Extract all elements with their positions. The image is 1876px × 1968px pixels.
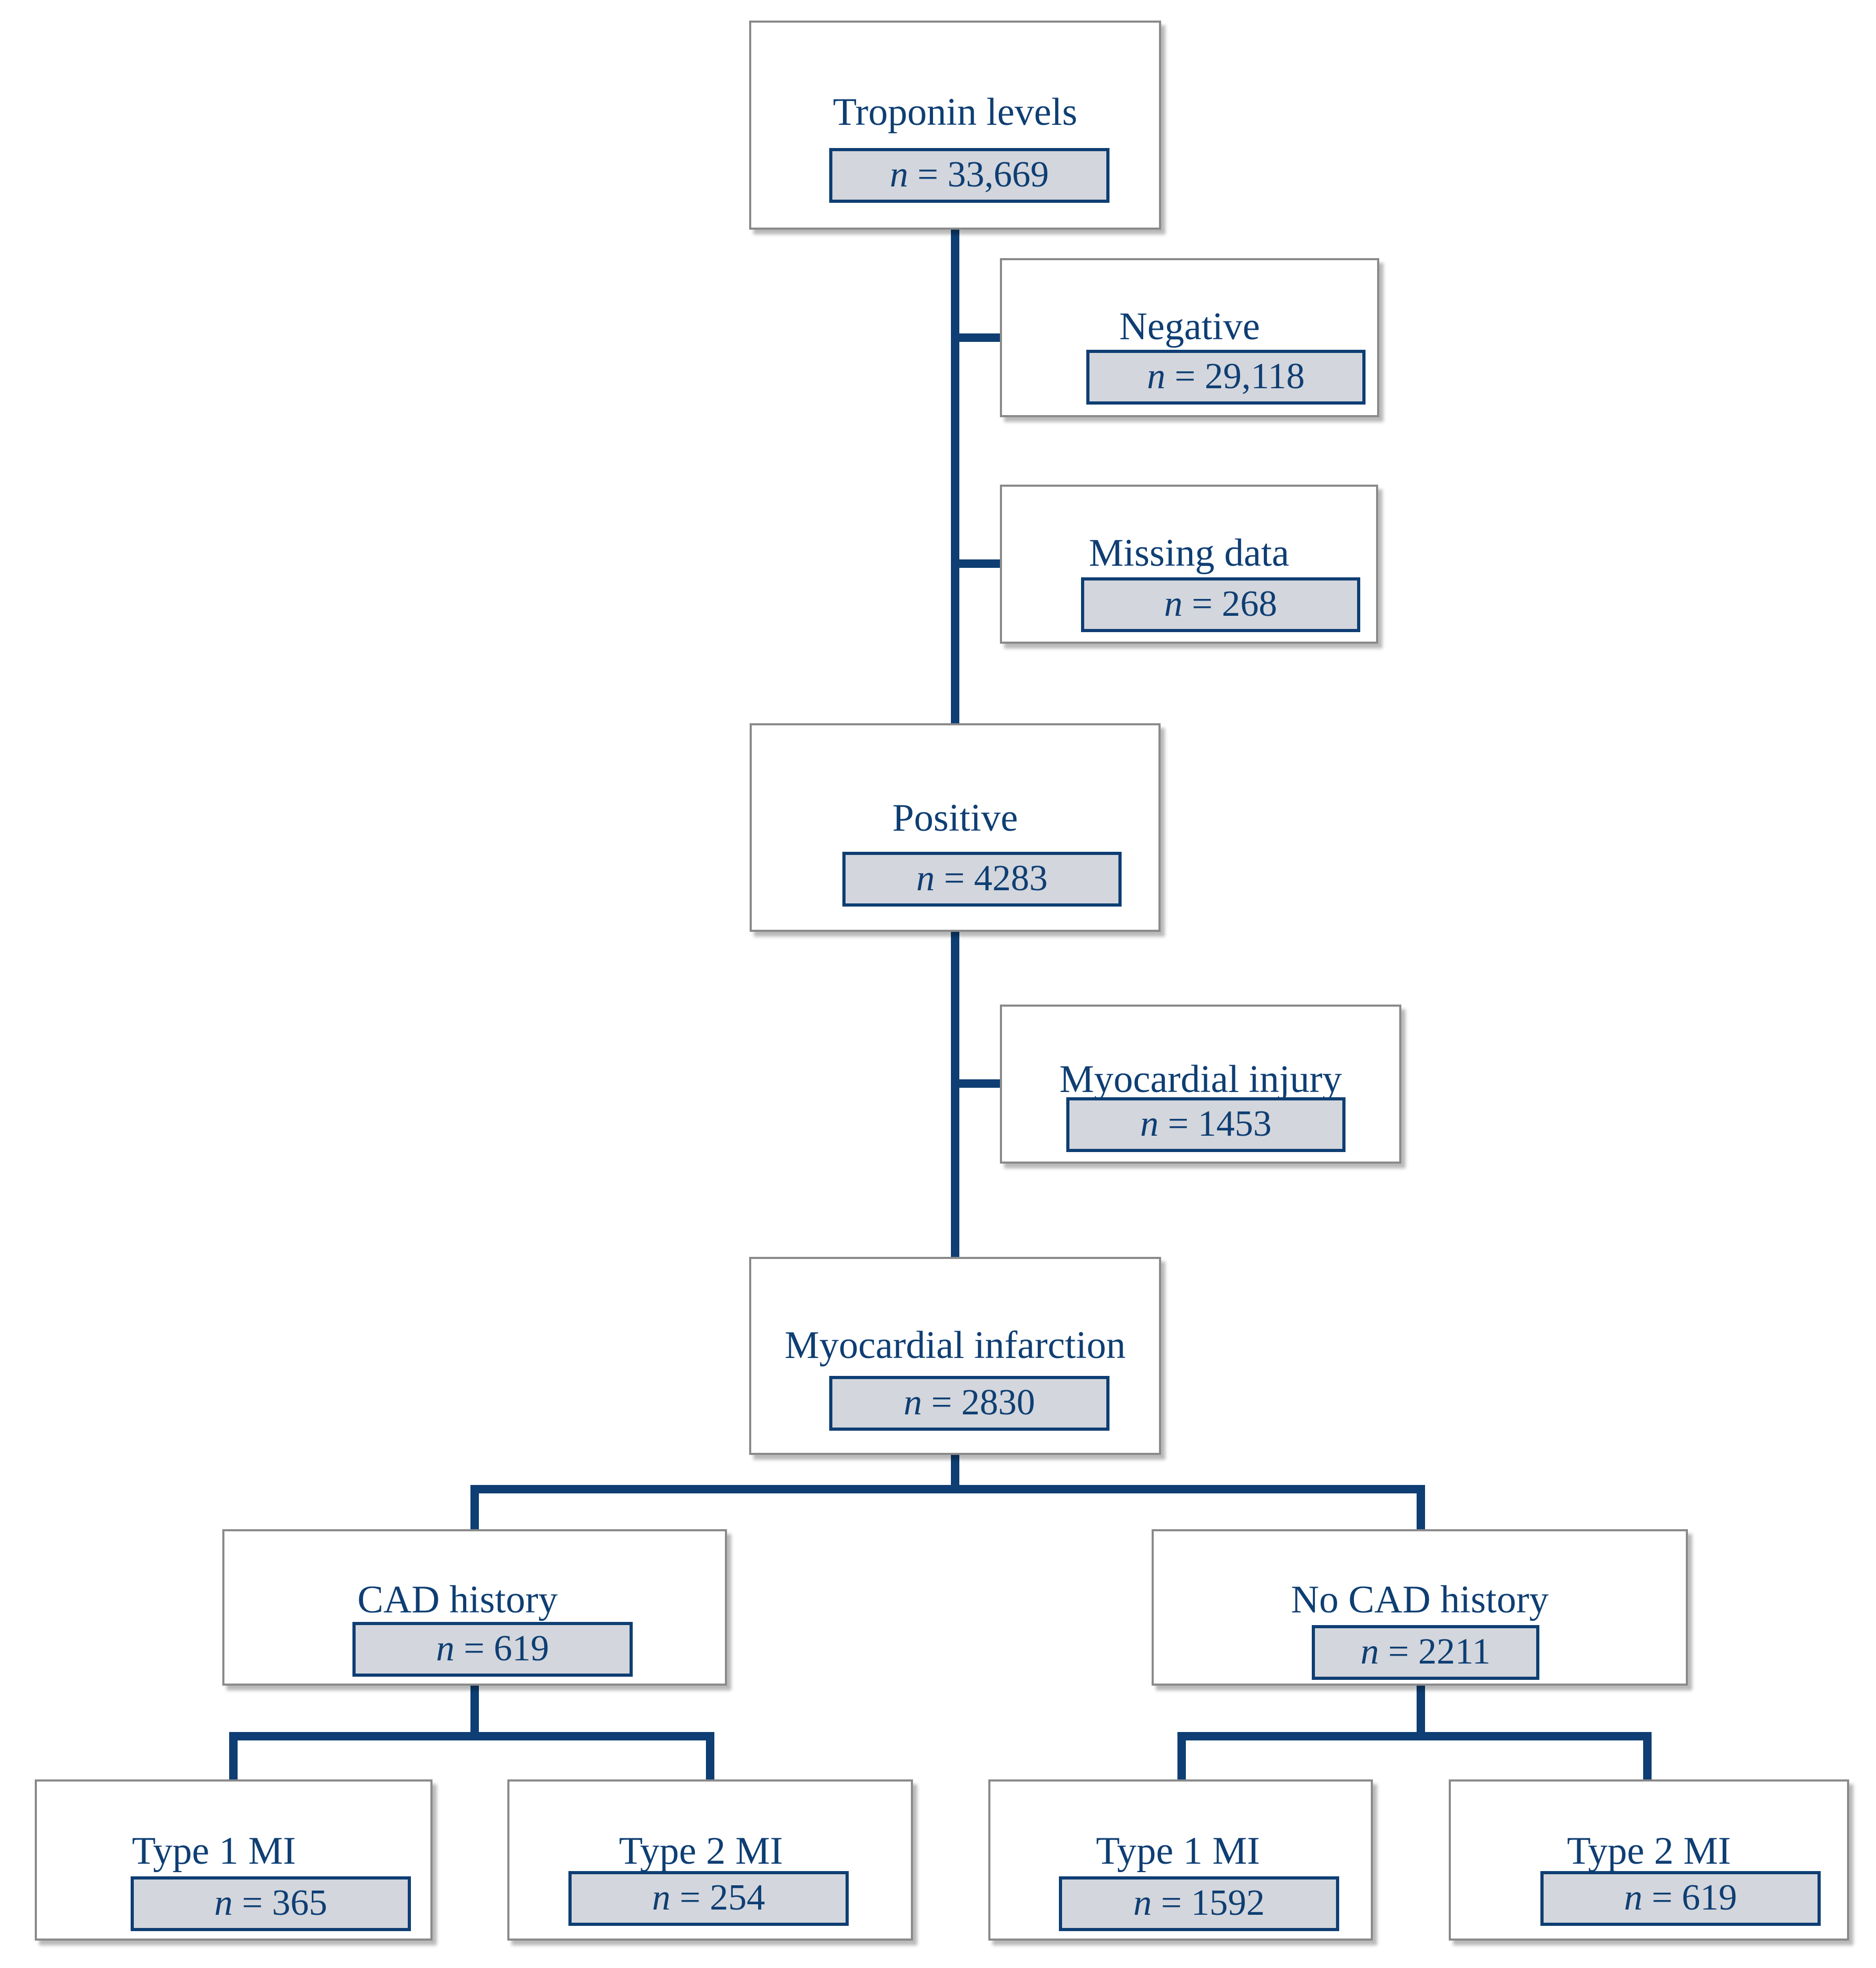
node-cad-history: CAD history n = 619 [222,1529,727,1686]
node-label: Positive [892,796,1018,840]
node-nocad-type2-mi: Type 2 MI n = 619 [1449,1779,1849,1941]
node-label: No CAD history [1291,1578,1549,1621]
node-count: n = 2830 [829,1376,1109,1431]
count-value: = 29,118 [1165,356,1305,397]
node-missing-data: Missing data n = 268 [1000,485,1378,644]
n-symbol: n [1147,356,1166,397]
node-no-cad-history: No CAD history n = 2211 [1152,1529,1688,1686]
node-count: n = 1453 [1066,1097,1345,1152]
node-count: n = 1592 [1059,1876,1339,1931]
node-count: n = 254 [568,1871,849,1926]
node-label: Type 2 MI [1567,1829,1731,1873]
count-value: = 4283 [935,858,1048,899]
n-symbol: n [903,1382,922,1423]
n-symbol: n [916,858,935,899]
node-count: n = 29,118 [1086,350,1366,405]
node-label: Troponin levels [833,91,1077,134]
count-value: = 2211 [1379,1631,1491,1672]
n-symbol: n [214,1883,233,1923]
n-symbol: n [1360,1631,1379,1672]
node-label: CAD history [357,1578,558,1621]
n-symbol: n [1140,1104,1159,1144]
node-count: n = 268 [1081,577,1360,632]
node-label: Type 1 MI [132,1829,296,1873]
node-troponin-levels: Troponin levels n = 33,669 [749,21,1161,230]
n-symbol: n [890,154,908,195]
node-myocardial-infarction: Myocardial infarction n = 2830 [749,1257,1161,1455]
count-value: = 1592 [1152,1883,1265,1923]
node-myocardial-injury: Myocardial injury n = 1453 [1000,1005,1401,1164]
node-label: Missing data [1088,532,1290,575]
node-count: n = 619 [1540,1871,1821,1926]
count-value: = 268 [1182,584,1278,624]
node-label: Myocardial injury [1059,1058,1342,1101]
node-negative: Negative n = 29,118 [1000,258,1379,417]
n-symbol: n [1164,584,1183,624]
node-label: Type 1 MI [1096,1829,1260,1873]
count-value: = 619 [454,1628,549,1669]
node-label: Myocardial infarction [784,1324,1126,1367]
n-symbol: n [652,1877,671,1918]
node-count: n = 619 [352,1622,633,1677]
node-label: Negative [1119,305,1260,348]
node-label: Type 2 MI [618,1829,783,1873]
count-value: = 619 [1642,1877,1737,1918]
count-value: = 365 [232,1883,328,1923]
node-count: n = 2211 [1312,1625,1539,1680]
node-count: n = 365 [131,1876,411,1931]
count-value: = 2830 [922,1382,1035,1423]
count-value: = 254 [670,1877,765,1918]
node-nocad-type1-mi: Type 1 MI n = 1592 [988,1779,1373,1941]
n-symbol: n [1624,1877,1643,1918]
node-positive: Positive n = 4283 [750,723,1161,932]
n-symbol: n [1133,1883,1152,1923]
count-value: = 1453 [1158,1104,1272,1144]
count-value: = 33,669 [908,154,1049,195]
node-count: n = 4283 [842,852,1122,907]
n-symbol: n [436,1628,455,1669]
node-cad-type1-mi: Type 1 MI n = 365 [35,1779,433,1941]
node-count: n = 33,669 [829,148,1109,203]
node-cad-type2-mi: Type 2 MI n = 254 [507,1779,913,1941]
